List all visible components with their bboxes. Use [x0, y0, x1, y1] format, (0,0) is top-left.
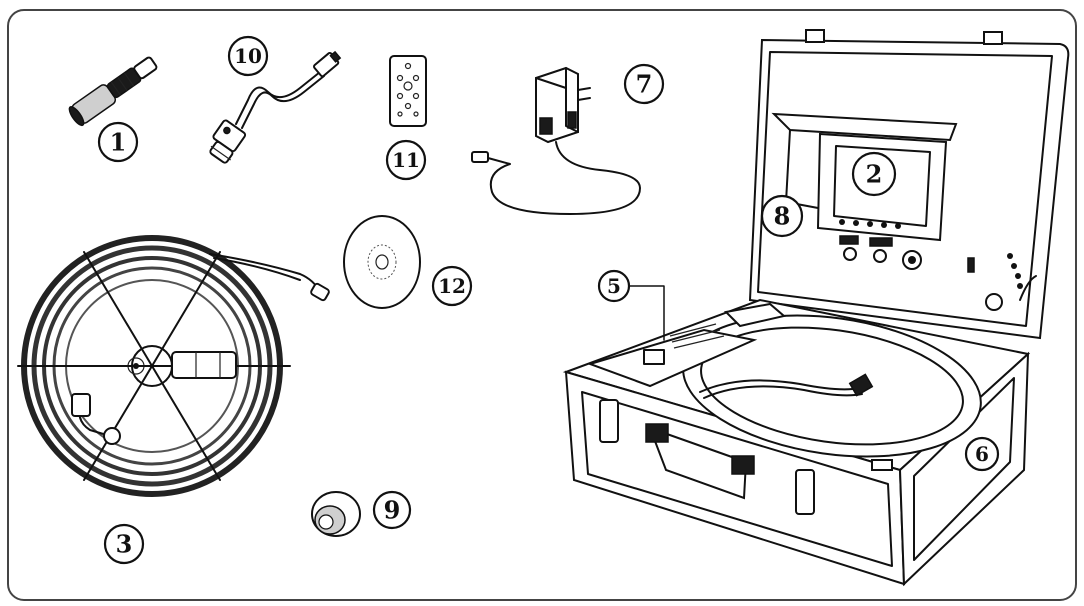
software-disc-illustration — [343, 215, 421, 309]
callout-8-label: 8 — [774, 202, 791, 231]
remote-control-illustration — [389, 55, 427, 127]
callout-8: 8 — [760, 194, 804, 238]
callout-9-label: 9 — [384, 496, 401, 525]
callout-1-label: 1 — [110, 128, 127, 157]
adapter-cable-illustration — [209, 50, 342, 164]
lens-protector-illustration — [311, 491, 361, 537]
callout-11-label: 11 — [392, 148, 420, 172]
callout-6-label: 6 — [975, 442, 989, 466]
cable-reel-illustration — [17, 235, 330, 497]
callout-12-label: 12 — [438, 274, 466, 298]
callout-5-leader — [627, 285, 665, 341]
callout-12: 12 — [431, 265, 473, 307]
power-adapter-illustration — [471, 66, 641, 215]
callout-2: 2 — [851, 151, 897, 197]
callout-3: 3 — [103, 523, 145, 565]
callout-7-label: 7 — [636, 70, 653, 99]
callout-9: 9 — [372, 490, 412, 530]
callout-5: 5 — [597, 269, 631, 303]
callout-5-label: 5 — [607, 274, 621, 298]
callout-10: 10 — [227, 35, 269, 77]
callout-2-label: 2 — [866, 160, 883, 189]
callout-3-label: 3 — [116, 530, 133, 559]
callout-1: 1 — [97, 121, 139, 163]
callout-6: 6 — [964, 436, 1000, 472]
callout-7: 7 — [623, 63, 665, 105]
camera-head-illustration — [68, 56, 158, 127]
callout-11: 11 — [385, 139, 427, 181]
callout-10-label: 10 — [234, 44, 262, 68]
carry-case-illustration — [562, 29, 1070, 587]
